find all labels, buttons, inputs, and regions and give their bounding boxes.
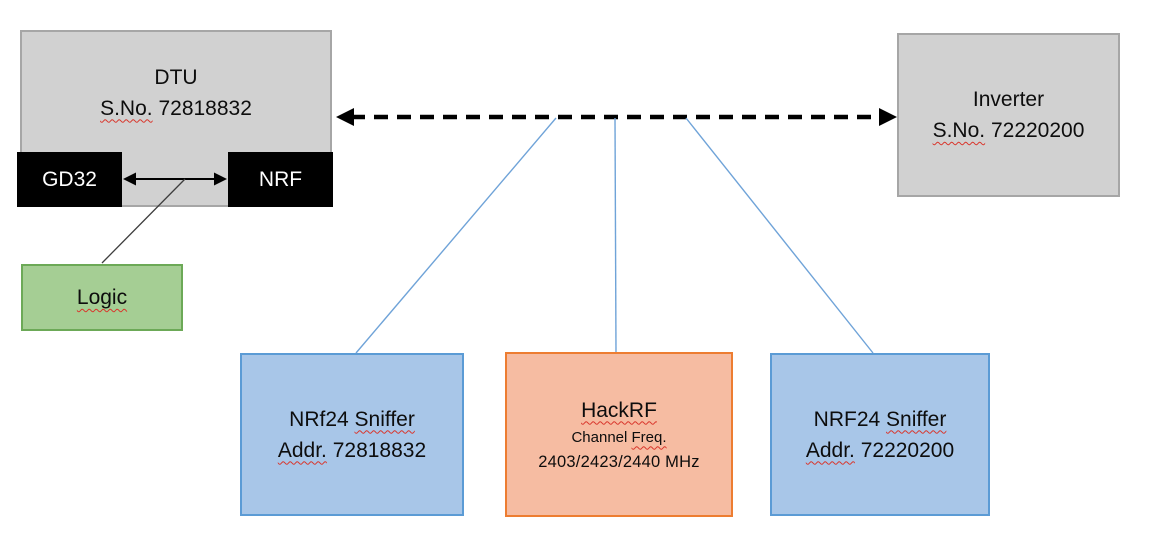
dtu-title: DTU — [154, 65, 198, 89]
inverter-box: Inverter S.No. 72220200 — [897, 33, 1120, 197]
dtu-serial: S.No. 72818832 — [100, 96, 252, 120]
hackrf-box: HackRF Channel Freq. 2403/2423/2440 MHz — [505, 352, 733, 517]
gd32-label: GD32 — [42, 167, 97, 191]
sniffer-right-box: NRF24 Sniffer Addr. 72220200 — [770, 353, 990, 516]
nrf-label: NRF — [258, 167, 303, 191]
sniffer-left-addr: Addr. 72818832 — [277, 438, 427, 462]
hackrf-frequencies: 2403/2423/2440 MHz — [538, 452, 700, 471]
nrf-chip: NRF — [228, 152, 333, 207]
inverter-title: Inverter — [972, 88, 1045, 111]
sniffer-right-title: NRF24 Sniffer — [813, 407, 947, 431]
inverter-serial: S.No. 72220200 — [932, 119, 1085, 142]
hackrf-title: HackRF — [581, 398, 657, 422]
gd32-chip: GD32 — [17, 152, 122, 207]
sniffer-left-box: NRf24 Sniffer Addr. 72818832 — [240, 353, 464, 516]
logic-box: Logic — [21, 264, 183, 331]
logic-label: Logic — [76, 286, 128, 309]
sniffer-left-title: NRf24 Sniffer — [289, 407, 415, 431]
hackrf-channel-freq: Channel Freq. — [571, 428, 667, 446]
sniffer-right-addr: Addr. 72220200 — [805, 438, 955, 462]
